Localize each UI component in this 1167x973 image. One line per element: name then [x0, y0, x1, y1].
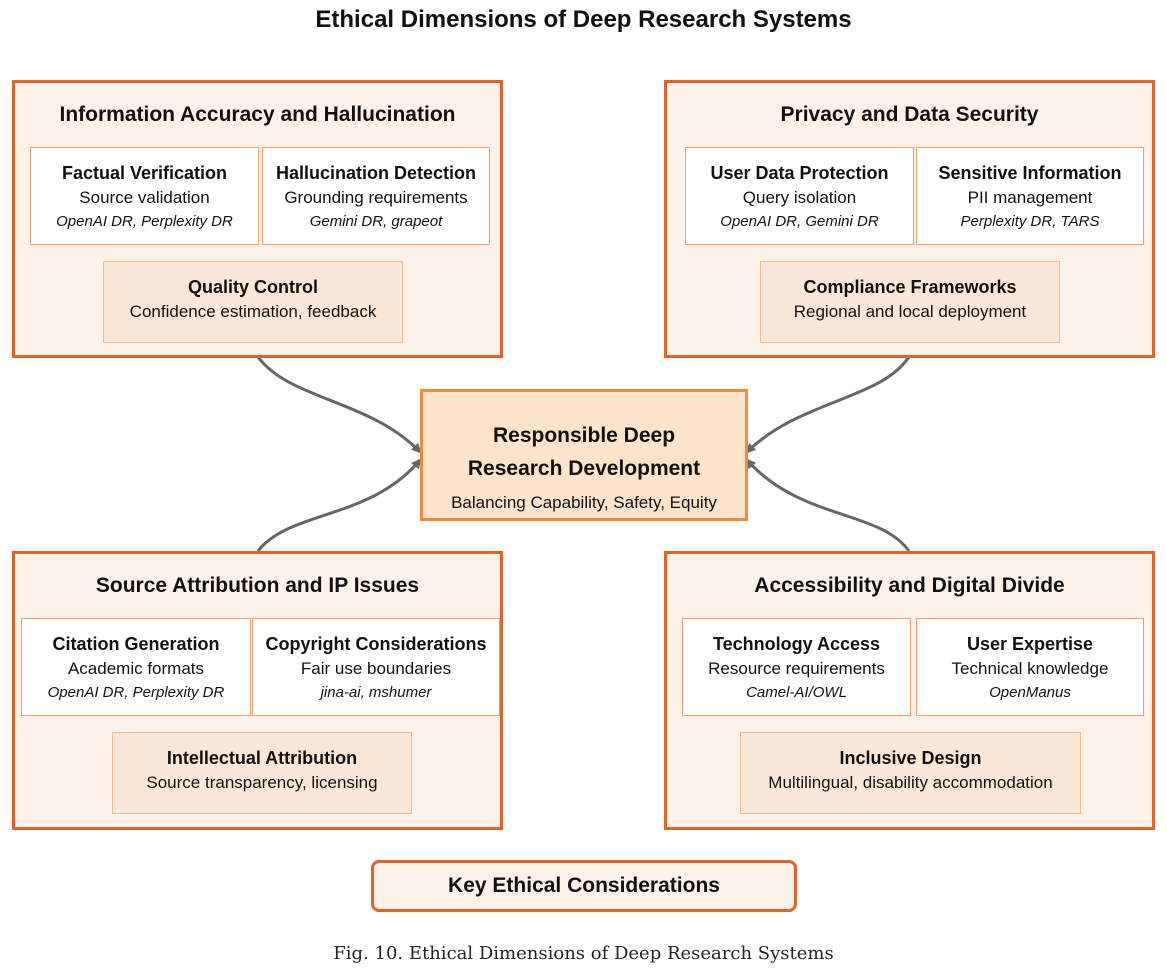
box-examples: Camel-AI/OWL — [746, 684, 847, 701]
box-technology-access: Technology Access Resource requirements … — [682, 618, 911, 716]
arrow-top-left — [256, 356, 422, 454]
box-inclusive-design: Inclusive Design Multilingual, disabilit… — [740, 732, 1081, 814]
panel-title: Information Accuracy and Hallucination — [59, 103, 456, 126]
box-heading: Sensitive Information — [938, 163, 1122, 183]
box-quality-control: Quality Control Confidence estimation, f… — [103, 261, 403, 343]
center-node: Responsible Deep Research Development Ba… — [420, 389, 748, 521]
box-examples: jina-ai, mshumer — [320, 684, 432, 701]
box-heading: Intellectual Attribution — [166, 748, 358, 768]
box-description: Technical knowledge — [951, 659, 1109, 678]
box-description: Source validation — [79, 188, 210, 207]
center-subtitle: Balancing Capability, Safety, Equity — [451, 493, 717, 512]
box-description: Confidence estimation, feedback — [129, 302, 377, 321]
box-heading: Inclusive Design — [839, 748, 982, 768]
box-heading: Hallucination Detection — [275, 163, 477, 183]
box-compliance-frameworks: Compliance Frameworks Regional and local… — [760, 261, 1060, 343]
box-copyright-considerations: Copyright Considerations Fair use bounda… — [252, 618, 500, 716]
box-user-data-protection: User Data Protection Query isolation Ope… — [685, 147, 914, 245]
box-heading: Copyright Considerations — [265, 634, 487, 654]
panel-title: Accessibility and Digital Divide — [754, 574, 1065, 597]
box-heading: Technology Access — [712, 634, 881, 654]
box-examples: Gemini DR, grapeot — [309, 213, 443, 230]
box-factual-verification: Factual Verification Source validation O… — [30, 147, 259, 245]
box-sensitive-information: Sensitive Information PII management Per… — [916, 147, 1144, 245]
box-heading: Factual Verification — [61, 163, 228, 183]
box-description: Regional and local deployment — [793, 302, 1027, 321]
box-description: Source transparency, licensing — [146, 773, 378, 792]
box-citation-generation: Citation Generation Academic formats Ope… — [21, 618, 251, 716]
center-title: Responsible Deep Research Development — [467, 424, 701, 480]
key-considerations-label: Key Ethical Considerations — [371, 860, 797, 912]
box-description: PII management — [967, 188, 1093, 207]
box-intellectual-attribution: Intellectual Attribution Source transpar… — [112, 732, 412, 814]
arrow-bottom-right — [745, 458, 911, 552]
panel-title: Privacy and Data Security — [780, 103, 1039, 126]
box-examples: Perplexity DR, TARS — [960, 213, 1100, 230]
figure-caption: Fig. 10. Ethical Dimensions of Deep Rese… — [333, 943, 834, 964]
box-examples: OpenAI DR, Perplexity DR — [56, 213, 233, 230]
box-description: Fair use boundaries — [300, 659, 452, 678]
box-heading: Compliance Frameworks — [803, 277, 1017, 297]
arrow-top-right — [745, 356, 911, 454]
panel-accessibility: Accessibility and Digital Divide Technol… — [664, 551, 1155, 830]
box-heading: User Data Protection — [710, 163, 889, 183]
box-examples: OpenAI DR, Gemini DR — [720, 213, 879, 230]
box-hallucination-detection: Hallucination Detection Grounding requir… — [262, 147, 490, 245]
panel-information-accuracy: Information Accuracy and Hallucination F… — [12, 80, 503, 358]
box-description: Grounding requirements — [284, 188, 468, 207]
diagram-title: Ethical Dimensions of Deep Research Syst… — [315, 6, 852, 33]
panel-source-attribution: Source Attribution and IP Issues Citatio… — [12, 551, 503, 830]
box-examples: OpenAI DR, Perplexity DR — [47, 684, 225, 701]
box-heading: User Expertise — [966, 634, 1094, 654]
box-description: Academic formats — [67, 659, 205, 678]
box-heading: Citation Generation — [52, 634, 220, 654]
panel-title: Source Attribution and IP Issues — [95, 574, 420, 597]
panel-privacy-security: Privacy and Data Security User Data Prot… — [664, 80, 1155, 358]
box-description: Multilingual, disability accommodation — [768, 773, 1053, 792]
box-description: Query isolation — [742, 188, 857, 207]
box-description: Resource requirements — [708, 659, 885, 678]
arrow-bottom-left — [256, 458, 422, 552]
box-examples: OpenManus — [989, 684, 1071, 701]
box-user-expertise: User Expertise Technical knowledge OpenM… — [916, 618, 1144, 716]
box-heading: Quality Control — [188, 277, 318, 297]
